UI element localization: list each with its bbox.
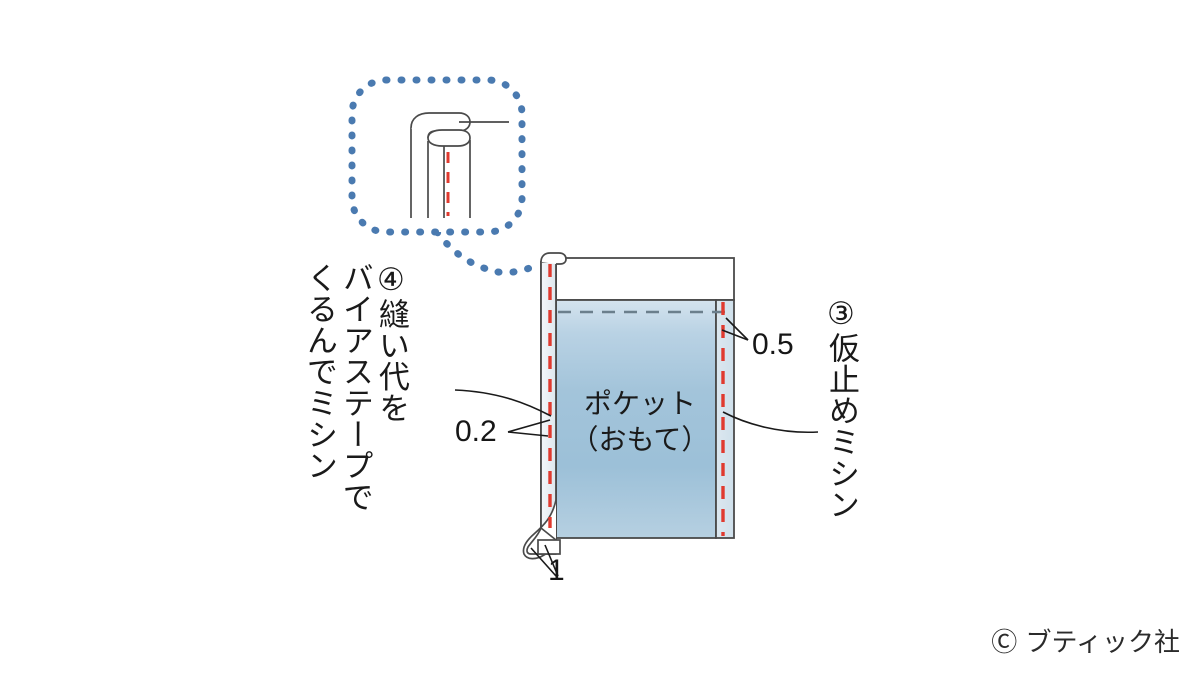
annotation-step-3: ③仮止めミシン [822, 296, 859, 564]
leader-measure-05b [721, 329, 749, 341]
callout-bubble-border [348, 76, 526, 236]
pocket-body [555, 299, 717, 539]
leader-lines-group [454, 317, 819, 577]
leader-measure-1 [530, 547, 557, 577]
bias-tape-tail-end [537, 539, 561, 555]
bias-tape-top-roll [540, 252, 567, 265]
measurement-right-seam: 0.5 [752, 328, 794, 361]
annotation-step-3-line-1: ③仮止めミシン [822, 296, 859, 521]
measurement-left-seam: 0.2 [455, 415, 497, 448]
annotation-step-4-line-1: ④縫い代を [372, 262, 409, 424]
annotation-step-4-line-2: バイアステープで [336, 262, 373, 513]
pocket-fabric-label: ポケット （おもて） [560, 386, 720, 458]
callout-tail-dots [433, 228, 502, 276]
leader-measure-05 [725, 317, 749, 341]
detail-callout-group [348, 76, 540, 276]
annotation-step-4: ④縫い代を バイアステープで くるんでミシン [300, 262, 409, 562]
copyright-notice: Ⓒ ブティック社 [991, 628, 1180, 658]
leader-step4 [454, 389, 552, 417]
annotation-step-4-line-3: くるんでミシン [300, 262, 337, 482]
leader-measure-1b [544, 544, 559, 577]
leader-measure-02b [507, 431, 549, 437]
bias-tape-fold-detail-icon [410, 112, 509, 218]
pocket-top-facing [555, 257, 735, 301]
pocket-piece-group [522, 252, 735, 560]
leader-step3 [722, 411, 819, 434]
leader-measure-02 [507, 419, 551, 433]
pocket-fabric-label-line-1: ポケット [583, 387, 696, 420]
pocket-fabric-label-line-2: （おもて） [570, 422, 710, 456]
measurement-bottom-tail: 1 [548, 554, 565, 587]
callout-tail-dots-2 [494, 262, 540, 276]
pocket-right-seam-allowance [715, 299, 735, 539]
